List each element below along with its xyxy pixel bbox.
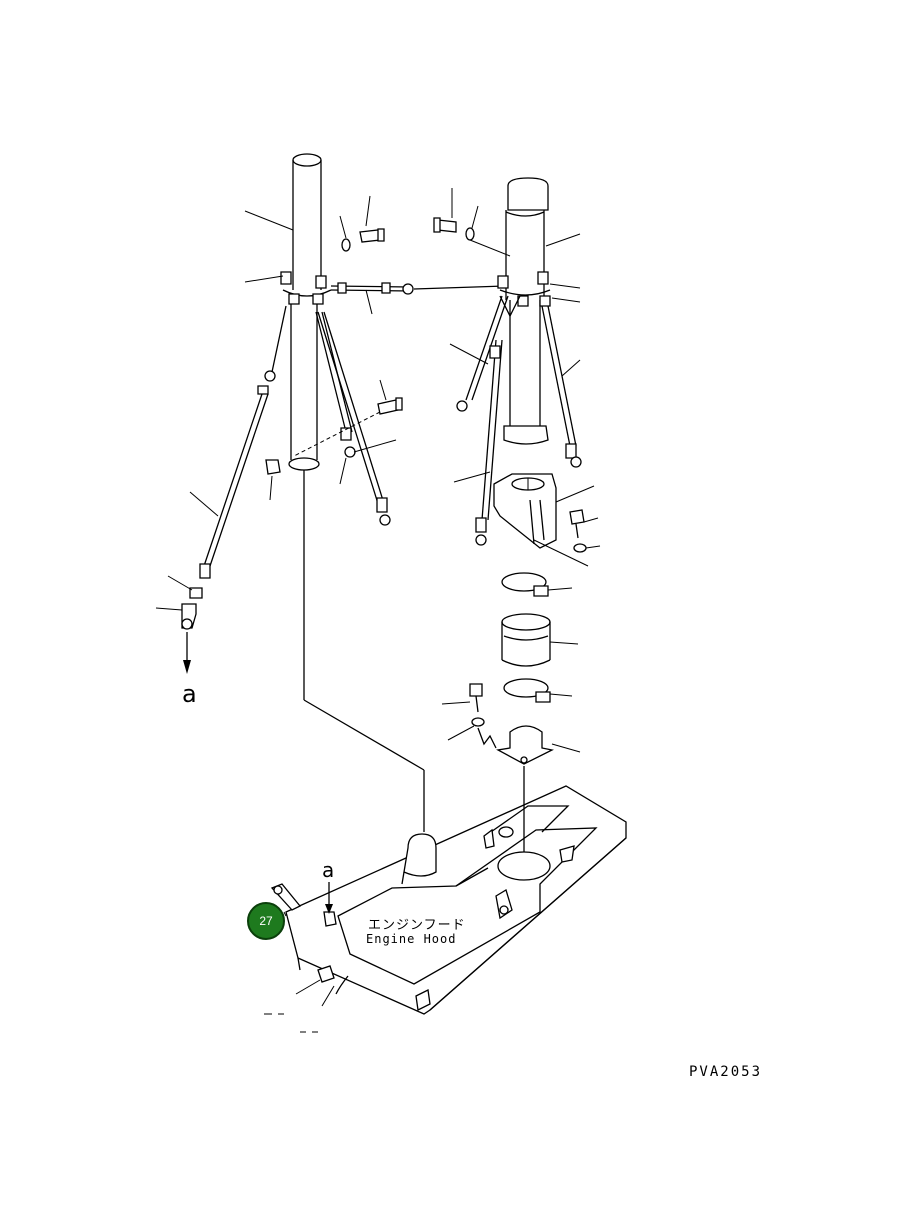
left-mast [182,154,505,674]
leader-lines-hood [264,912,334,1032]
hood-label-japanese: エンジンフード [368,918,466,933]
antenna-cable [304,470,524,868]
engine-hood [272,786,626,1014]
right-mast [434,178,581,545]
drawing-code: PVA2053 [689,1064,763,1080]
reference-mark-a-left: a [182,680,197,708]
leader-lines-left [156,196,396,610]
bracket-assembly [470,474,586,764]
part-callout-27[interactable]: 27 [247,902,285,940]
leader-lines-right [442,188,600,752]
reference-mark-a-hood: a [322,858,335,882]
hood-label-english: Engine Hood [366,932,457,946]
